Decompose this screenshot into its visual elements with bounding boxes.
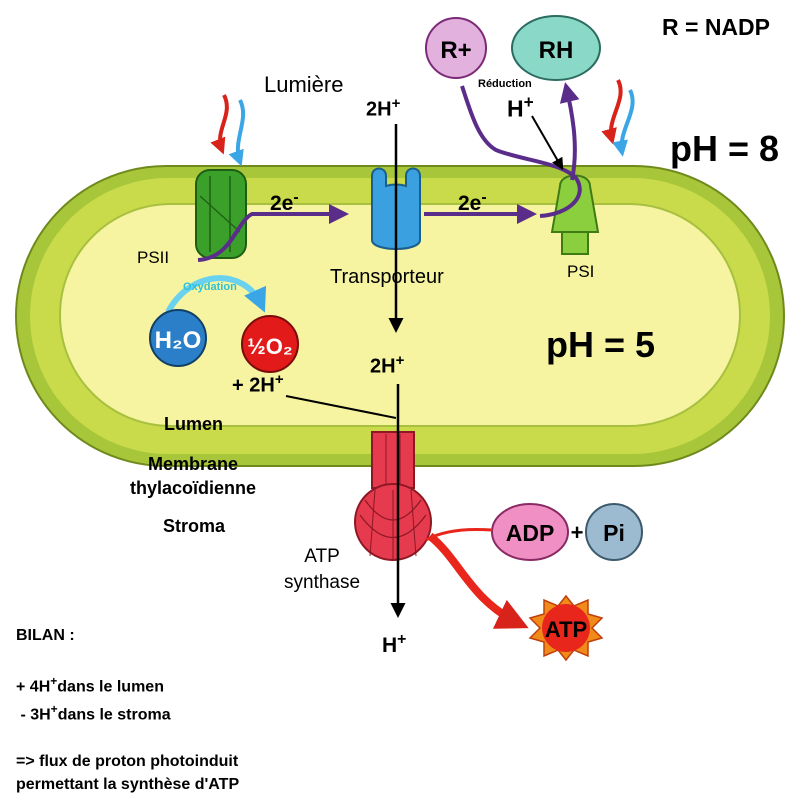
membrane-label-line2: thylacoïdienne <box>130 478 257 498</box>
light-arrows-left <box>210 94 246 167</box>
atp-synthesis-arrow <box>427 532 529 629</box>
membrane-label-line1: Membrane <box>148 454 239 474</box>
summary-line1: + 4H+dans le lumen <box>16 674 164 696</box>
electron-path <box>197 204 349 262</box>
transporter-label: Transporteur <box>330 266 444 288</box>
svg-text:Pi: Pi <box>603 520 625 546</box>
adp-input-line <box>425 528 493 542</box>
pi-molecule: Pi <box>585 503 643 561</box>
adp-molecule: ADP <box>491 503 569 561</box>
psi-label: PSI <box>567 262 595 281</box>
electron-label-1: 2e- <box>270 189 299 215</box>
r-plus-molecule: R+ <box>425 17 487 79</box>
lumen-label: Lumen <box>164 414 224 434</box>
svg-text:H₂O: H₂O <box>155 327 202 354</box>
atp-molecule: ATP <box>528 594 604 662</box>
proton-label-middle: 2H+ <box>370 352 405 378</box>
summary-title: BILAN : <box>16 627 75 644</box>
psii-label: PSII <box>137 248 170 267</box>
proton-label-psi: H+ <box>507 92 534 122</box>
stroma-label: Stroma <box>163 516 226 536</box>
water-molecule: H₂O <box>149 309 207 367</box>
stroma-ph: pH = 8 <box>670 128 780 169</box>
reduction-arrow <box>559 82 580 181</box>
adp-pi-plus: + <box>571 520 584 545</box>
summary-line3: => flux de proton photoinduit <box>16 752 239 770</box>
electron-path-3 <box>460 85 582 218</box>
light-arrows-right <box>601 79 635 157</box>
light-label: Lumière <box>264 72 344 97</box>
svg-text:R+: R+ <box>440 37 471 64</box>
proton-label-water: + 2H+ <box>232 371 284 397</box>
summary-block: BILAN : + 4H+dans le lumen - 3H+dans le … <box>16 624 239 796</box>
oxidation-label: Oxydation <box>183 281 237 293</box>
psii-complex <box>195 169 247 259</box>
electron-label-2: 2e- <box>458 189 487 215</box>
summary-line2: - 3H+dans le stroma <box>16 702 171 724</box>
membrane-label: Membrane thylacoïdienne <box>130 452 256 500</box>
lumen-ph: pH = 5 <box>546 324 656 365</box>
proton-label-bottom: H+ <box>382 631 407 657</box>
atp-synthase-label: ATP synthase <box>284 544 360 596</box>
h-to-psi-arrow <box>531 115 564 171</box>
svg-text:½O₂: ½O₂ <box>247 334 292 359</box>
atp-synthase-complex <box>354 431 432 561</box>
reduction-label: Réduction <box>478 78 532 90</box>
proton-label-top: 2H+ <box>366 95 401 121</box>
oxidation-arrow <box>165 275 267 314</box>
summary-line4: permettant la synthèse d'ATP <box>16 775 240 793</box>
atp-synthase-label-line1: ATP <box>304 546 340 567</box>
oxygen-molecule: ½O₂ <box>241 315 299 373</box>
svg-text:ATP: ATP <box>545 617 587 642</box>
atp-synthase-label-line2: synthase <box>284 572 361 593</box>
water-proton-link <box>285 395 397 419</box>
svg-text:RH: RH <box>539 37 574 64</box>
svg-text:ADP: ADP <box>506 520 555 546</box>
rh-molecule: RH <box>511 15 601 81</box>
nadp-legend: R = NADP <box>662 14 770 40</box>
